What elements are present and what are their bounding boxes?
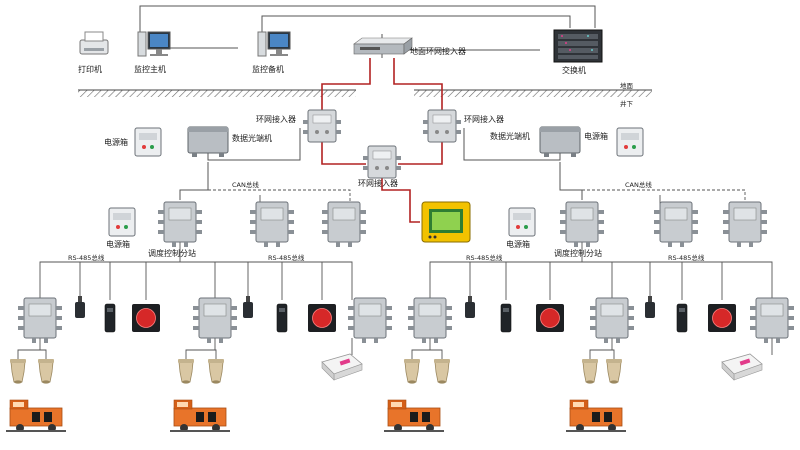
ground-ring-access-icon — [353, 37, 413, 55]
can-bus-left-label: CAN总线 — [232, 180, 259, 189]
sensor-left-3 — [243, 296, 253, 318]
sensor-left-4 — [276, 303, 288, 333]
power-box-left — [134, 127, 162, 157]
power-box-right-label: 电源箱 — [584, 131, 608, 141]
rs485-left-b-label: RS-485总线 — [268, 253, 305, 262]
cap-lamp-right-2 — [433, 358, 451, 385]
monitor-backup-label: 监控备机 — [252, 64, 284, 74]
rs485-right-b-label: RS-485总线 — [668, 253, 705, 262]
monitor-backup-icon — [257, 31, 291, 57]
substation-left-4 — [192, 297, 238, 344]
substation-left-5 — [347, 297, 393, 344]
dispatch-station-left-label: 调度控制分站 — [148, 248, 196, 258]
substation-right-1 — [653, 201, 699, 248]
ring-access-left-label: 环网接入器 — [256, 114, 296, 124]
printer-icon — [79, 31, 109, 55]
dispatch-station-right-label: 调度控制分站 — [554, 248, 602, 258]
can-bus-right-label: CAN总线 — [625, 180, 652, 189]
signal-light-right-2 — [707, 303, 737, 333]
power-box-right — [616, 127, 644, 157]
device-links — [17, 195, 773, 360]
underground-label: 井下 — [620, 99, 634, 108]
ring-access-left — [302, 109, 342, 143]
sensor-right-1 — [465, 296, 475, 318]
power-box-left-2 — [108, 207, 136, 237]
cap-lamp-left-1 — [9, 358, 27, 385]
dispatch-station-left — [157, 201, 203, 248]
optical-terminal-left — [187, 126, 229, 158]
rs485-left-a-label: RS-485总线 — [68, 253, 105, 262]
sensor-right-2 — [500, 303, 512, 333]
locomotive-right-1 — [383, 399, 445, 433]
ring-network-links — [321, 58, 443, 223]
switch-icon — [553, 29, 603, 63]
optical-terminal-right — [539, 126, 581, 158]
cap-lamp-right-3 — [581, 358, 599, 385]
monitor-host-icon — [137, 31, 171, 57]
ring-access-center — [362, 145, 402, 179]
power-box-left-2-label: 电源箱 — [106, 239, 130, 249]
sensor-left-2 — [104, 303, 116, 333]
cap-lamp-right-1 — [403, 358, 421, 385]
substation-right-2 — [722, 201, 768, 248]
sensor-left-1 — [75, 296, 85, 318]
card-reader-right — [721, 353, 763, 381]
ground-line — [78, 89, 652, 97]
power-box-right-2 — [508, 207, 536, 237]
optical-terminal-left-label: 数据光端机 — [232, 133, 272, 143]
display-terminal-icon — [421, 201, 471, 243]
substation-left-1 — [249, 201, 295, 248]
monitor-host-label: 监控主机 — [134, 64, 166, 74]
substation-left-2 — [321, 201, 367, 248]
sensor-right-3 — [645, 296, 655, 318]
locomotive-left-2 — [169, 399, 231, 433]
ground-ring-access-label: 地面环网接入器 — [410, 46, 466, 56]
printer-label: 打印机 — [78, 64, 102, 74]
cap-lamp-left-4 — [207, 358, 225, 385]
surface-label: 地面 — [620, 81, 634, 90]
dispatch-station-right — [559, 201, 605, 248]
signal-light-left-1 — [131, 303, 161, 333]
substation-left-3 — [17, 297, 63, 344]
substation-right-5 — [749, 297, 795, 344]
switch-label: 交换机 — [562, 65, 586, 75]
cap-lamp-right-4 — [605, 358, 623, 385]
locomotive-right-2 — [565, 399, 627, 433]
sensor-right-4 — [676, 303, 688, 333]
ring-access-right-label: 环网接入器 — [464, 114, 504, 124]
signal-light-right-1 — [535, 303, 565, 333]
cap-lamp-left-2 — [37, 358, 55, 385]
substation-right-3 — [407, 297, 453, 344]
can-bus-links — [208, 189, 746, 205]
rs485-right-a-label: RS-485总线 — [466, 253, 503, 262]
card-reader-left — [321, 353, 363, 381]
cap-lamp-left-3 — [177, 358, 195, 385]
ring-access-center-label: 环网接入器 — [358, 178, 398, 188]
power-box-left-label: 电源箱 — [104, 137, 128, 147]
underground-links — [179, 128, 583, 200]
signal-light-left-2 — [307, 303, 337, 333]
locomotive-left-1 — [5, 399, 67, 433]
ring-access-right — [422, 109, 462, 143]
power-box-right-2-label: 电源箱 — [506, 239, 530, 249]
substation-right-4 — [589, 297, 635, 344]
optical-terminal-right-label: 数据光端机 — [490, 131, 530, 141]
